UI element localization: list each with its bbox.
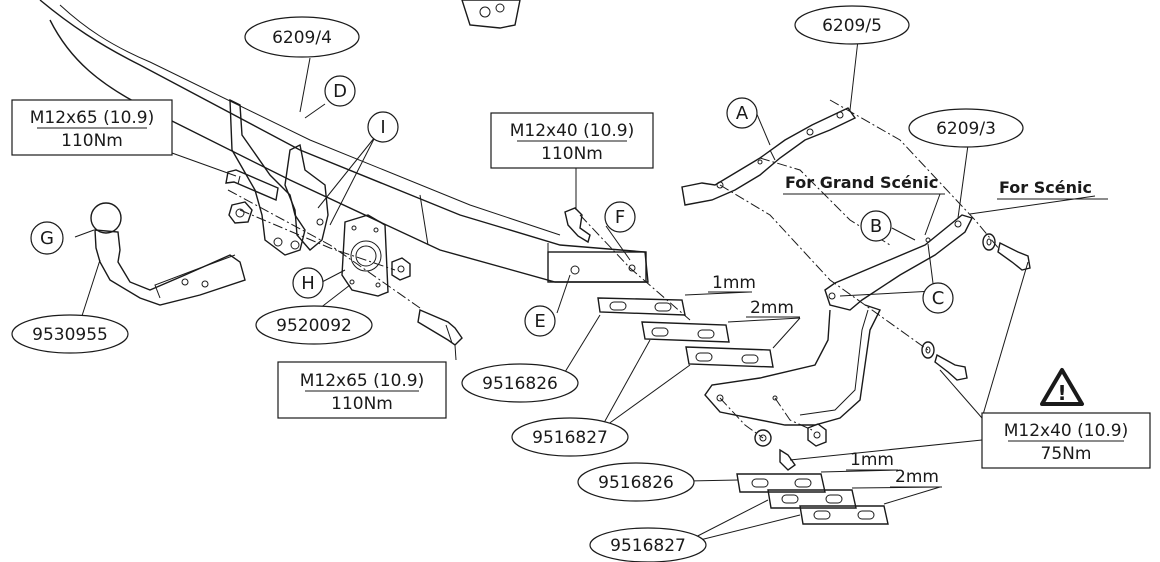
bolt-spec-bottom-left-bolt: M12x65 (10.9) (300, 371, 425, 391)
nut-socket (391, 257, 411, 281)
bolt-right-middle (934, 353, 968, 381)
spacer-1mm-a (597, 297, 686, 316)
bolt-spec-top-left-torque: 110Nm (61, 131, 123, 151)
part-number-6209-5: 6209/5 (822, 16, 882, 36)
callout-6209-4: 6209/4 (244, 16, 360, 58)
letter-callout-h: H (292, 267, 324, 299)
callout-6209-3: 6209/3 (908, 108, 1024, 148)
socket-plate (341, 214, 389, 297)
bolt-right-upper (997, 241, 1031, 271)
left-bar-bracket (229, 98, 329, 256)
thickness-1mm-b: 1mm (850, 450, 894, 470)
axis-line-right-e (719, 397, 764, 439)
main-cross-bar (39, 0, 649, 283)
letter-c: C (932, 288, 945, 309)
callout-9516826-b: 9516826 (577, 462, 695, 502)
tow-ball (90, 202, 246, 306)
letter-f: F (615, 207, 625, 228)
callout-9516827-b: 9516827 (589, 527, 707, 562)
spacer-1mm-b (736, 473, 826, 493)
thickness-2mm-a: 2mm (750, 298, 794, 318)
letter-callout-a: A (726, 97, 758, 129)
thickness-1mm-a: 1mm (712, 273, 756, 293)
spacer-2mm-a2 (685, 346, 774, 368)
callout-6209-5: 6209/5 (794, 5, 910, 45)
axis-line-right-c (759, 157, 891, 246)
bracket-6209-3 (704, 214, 973, 426)
nut-left (228, 201, 253, 224)
thickness-labels: 1mm 2mm 1mm 2mm (708, 273, 942, 488)
bolt-middle (564, 207, 591, 244)
bolt-spec-bottom-left-torque: 110Nm (331, 394, 393, 414)
bolt-spec-top-left-bolt: M12x65 (10.9) (30, 108, 155, 128)
bolt-spec-top-middle-bolt: M12x40 (10.9) (510, 121, 635, 141)
spacer-2mm-b2 (799, 505, 889, 525)
label-scenic: For Scénic (999, 178, 1092, 197)
bolt-right-lower (779, 448, 796, 471)
bracket-6209-5 (681, 107, 857, 206)
callout-9520092: 9520092 (255, 305, 373, 345)
callout-9530955: 9530955 (11, 314, 129, 354)
bolt-spec-bottom-left: M12x65 (10.9) 110Nm (277, 361, 447, 419)
washer-right-middle (921, 341, 935, 359)
bolt-spec-top-middle-torque: 110Nm (541, 144, 603, 164)
letter-callout-c: C (922, 282, 954, 314)
part-number-9516827-a: 9516827 (532, 428, 608, 448)
axis-line-right-a (829, 99, 1001, 251)
letter-callout-g: G (30, 221, 64, 255)
callout-9516826-a: 9516826 (461, 363, 579, 403)
letter-b: B (870, 216, 882, 237)
part-number-9516826-a: 9516826 (482, 374, 558, 394)
letter-d: D (333, 81, 347, 102)
bolt-upper-left (225, 169, 279, 201)
bolt-spec-bottom-right-bolt: M12x40 (10.9) (1004, 421, 1129, 441)
spacer-2mm-b (767, 489, 857, 509)
letter-callout-f: F (604, 201, 636, 233)
letter-callout-e: E (524, 305, 556, 337)
letter-callout-i: I (367, 111, 399, 143)
warning-mark: ! (1057, 381, 1066, 405)
part-number-9516827-b: 9516827 (610, 536, 686, 556)
part-number-9516826-b: 9516826 (598, 473, 674, 493)
letter-a: A (736, 103, 749, 124)
bolt-spec-bottom-right: M12x40 (10.9) 75Nm (981, 412, 1151, 469)
axis-line-right-b (719, 184, 929, 351)
label-grand-scenic: For Grand Scénic (785, 173, 938, 192)
letter-callout-b: B (860, 210, 892, 242)
part-number-9520092: 9520092 (276, 316, 352, 336)
letter-i: I (380, 117, 385, 138)
part-number-6209-3: 6209/3 (936, 119, 996, 139)
nut-right-lower (807, 423, 827, 447)
letter-callout-d: D (324, 75, 356, 107)
fitting-kit-fragment (461, 0, 521, 29)
variant-labels: For Grand Scénic For Scénic (783, 173, 1108, 200)
bolt-spec-bottom-right-torque: 75Nm (1041, 444, 1092, 464)
spacer-2mm-a (641, 321, 730, 343)
bolt-spec-top-middle: M12x40 (10.9) 110Nm (490, 112, 654, 169)
callout-9516827-a: 9516827 (511, 417, 629, 457)
letter-g: G (40, 228, 54, 249)
letter-e: E (534, 311, 545, 332)
part-number-6209-4: 6209/4 (272, 28, 332, 48)
axis-line-left-upper (227, 189, 421, 309)
bolt-lower-left (417, 309, 463, 346)
thickness-2mm-b: 2mm (895, 467, 939, 487)
letter-h: H (301, 273, 315, 294)
washer-right-lower (754, 429, 772, 447)
axis-line-mid (579, 214, 691, 321)
washer-right-upper (982, 233, 996, 251)
warning-icon: ! (1040, 368, 1084, 406)
part-number-9530955: 9530955 (32, 325, 108, 345)
bolt-spec-top-left: M12x65 (10.9) 110Nm (11, 99, 173, 156)
axis-line-right-d (774, 397, 813, 431)
axis-line-left-lower (239, 209, 396, 271)
